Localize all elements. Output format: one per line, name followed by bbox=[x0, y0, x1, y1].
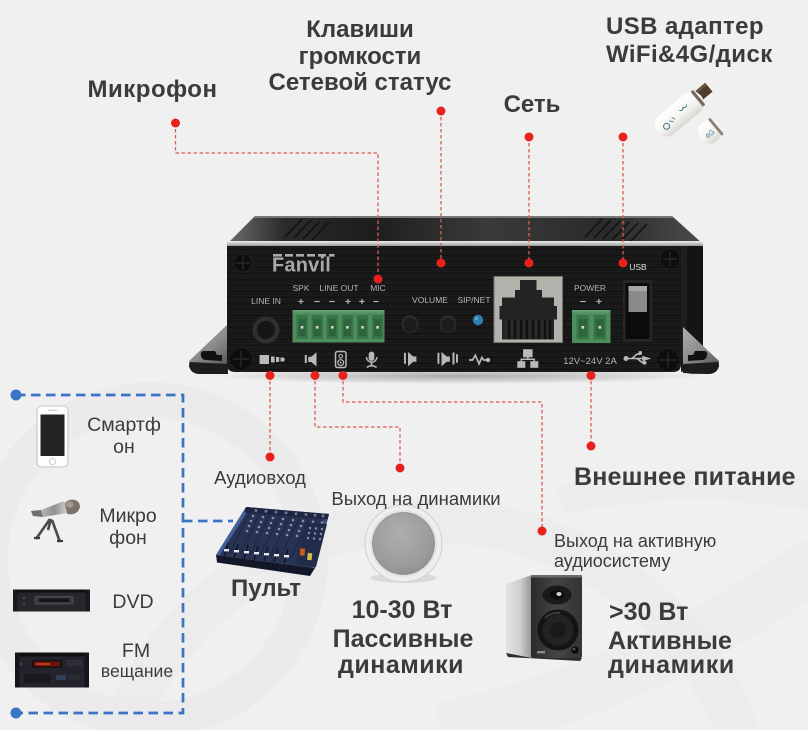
svg-text:+: + bbox=[345, 296, 351, 308]
svg-text:SIP/NET: SIP/NET bbox=[457, 295, 490, 305]
svg-text:+: + bbox=[298, 296, 304, 308]
svg-text:−: − bbox=[580, 296, 586, 308]
svg-text:+: + bbox=[596, 296, 602, 308]
svg-text:VOLUME: VOLUME bbox=[412, 295, 448, 305]
svg-text:−: − bbox=[373, 296, 379, 308]
svg-text:−: − bbox=[314, 296, 320, 308]
svg-text:LINE IN: LINE IN bbox=[251, 296, 281, 306]
svg-text:−: − bbox=[329, 296, 335, 308]
svg-text:Fanvil: Fanvil bbox=[272, 255, 331, 277]
svg-text:POWER: POWER bbox=[574, 283, 606, 293]
svg-text:+: + bbox=[359, 296, 365, 308]
svg-text:LINE OUT: LINE OUT bbox=[319, 283, 358, 293]
svg-text:12V~24V 2A: 12V~24V 2A bbox=[563, 356, 617, 367]
svg-text:SPK: SPK bbox=[292, 283, 309, 293]
svg-text:USB: USB bbox=[629, 262, 647, 272]
svg-text:MIC: MIC bbox=[370, 283, 386, 293]
